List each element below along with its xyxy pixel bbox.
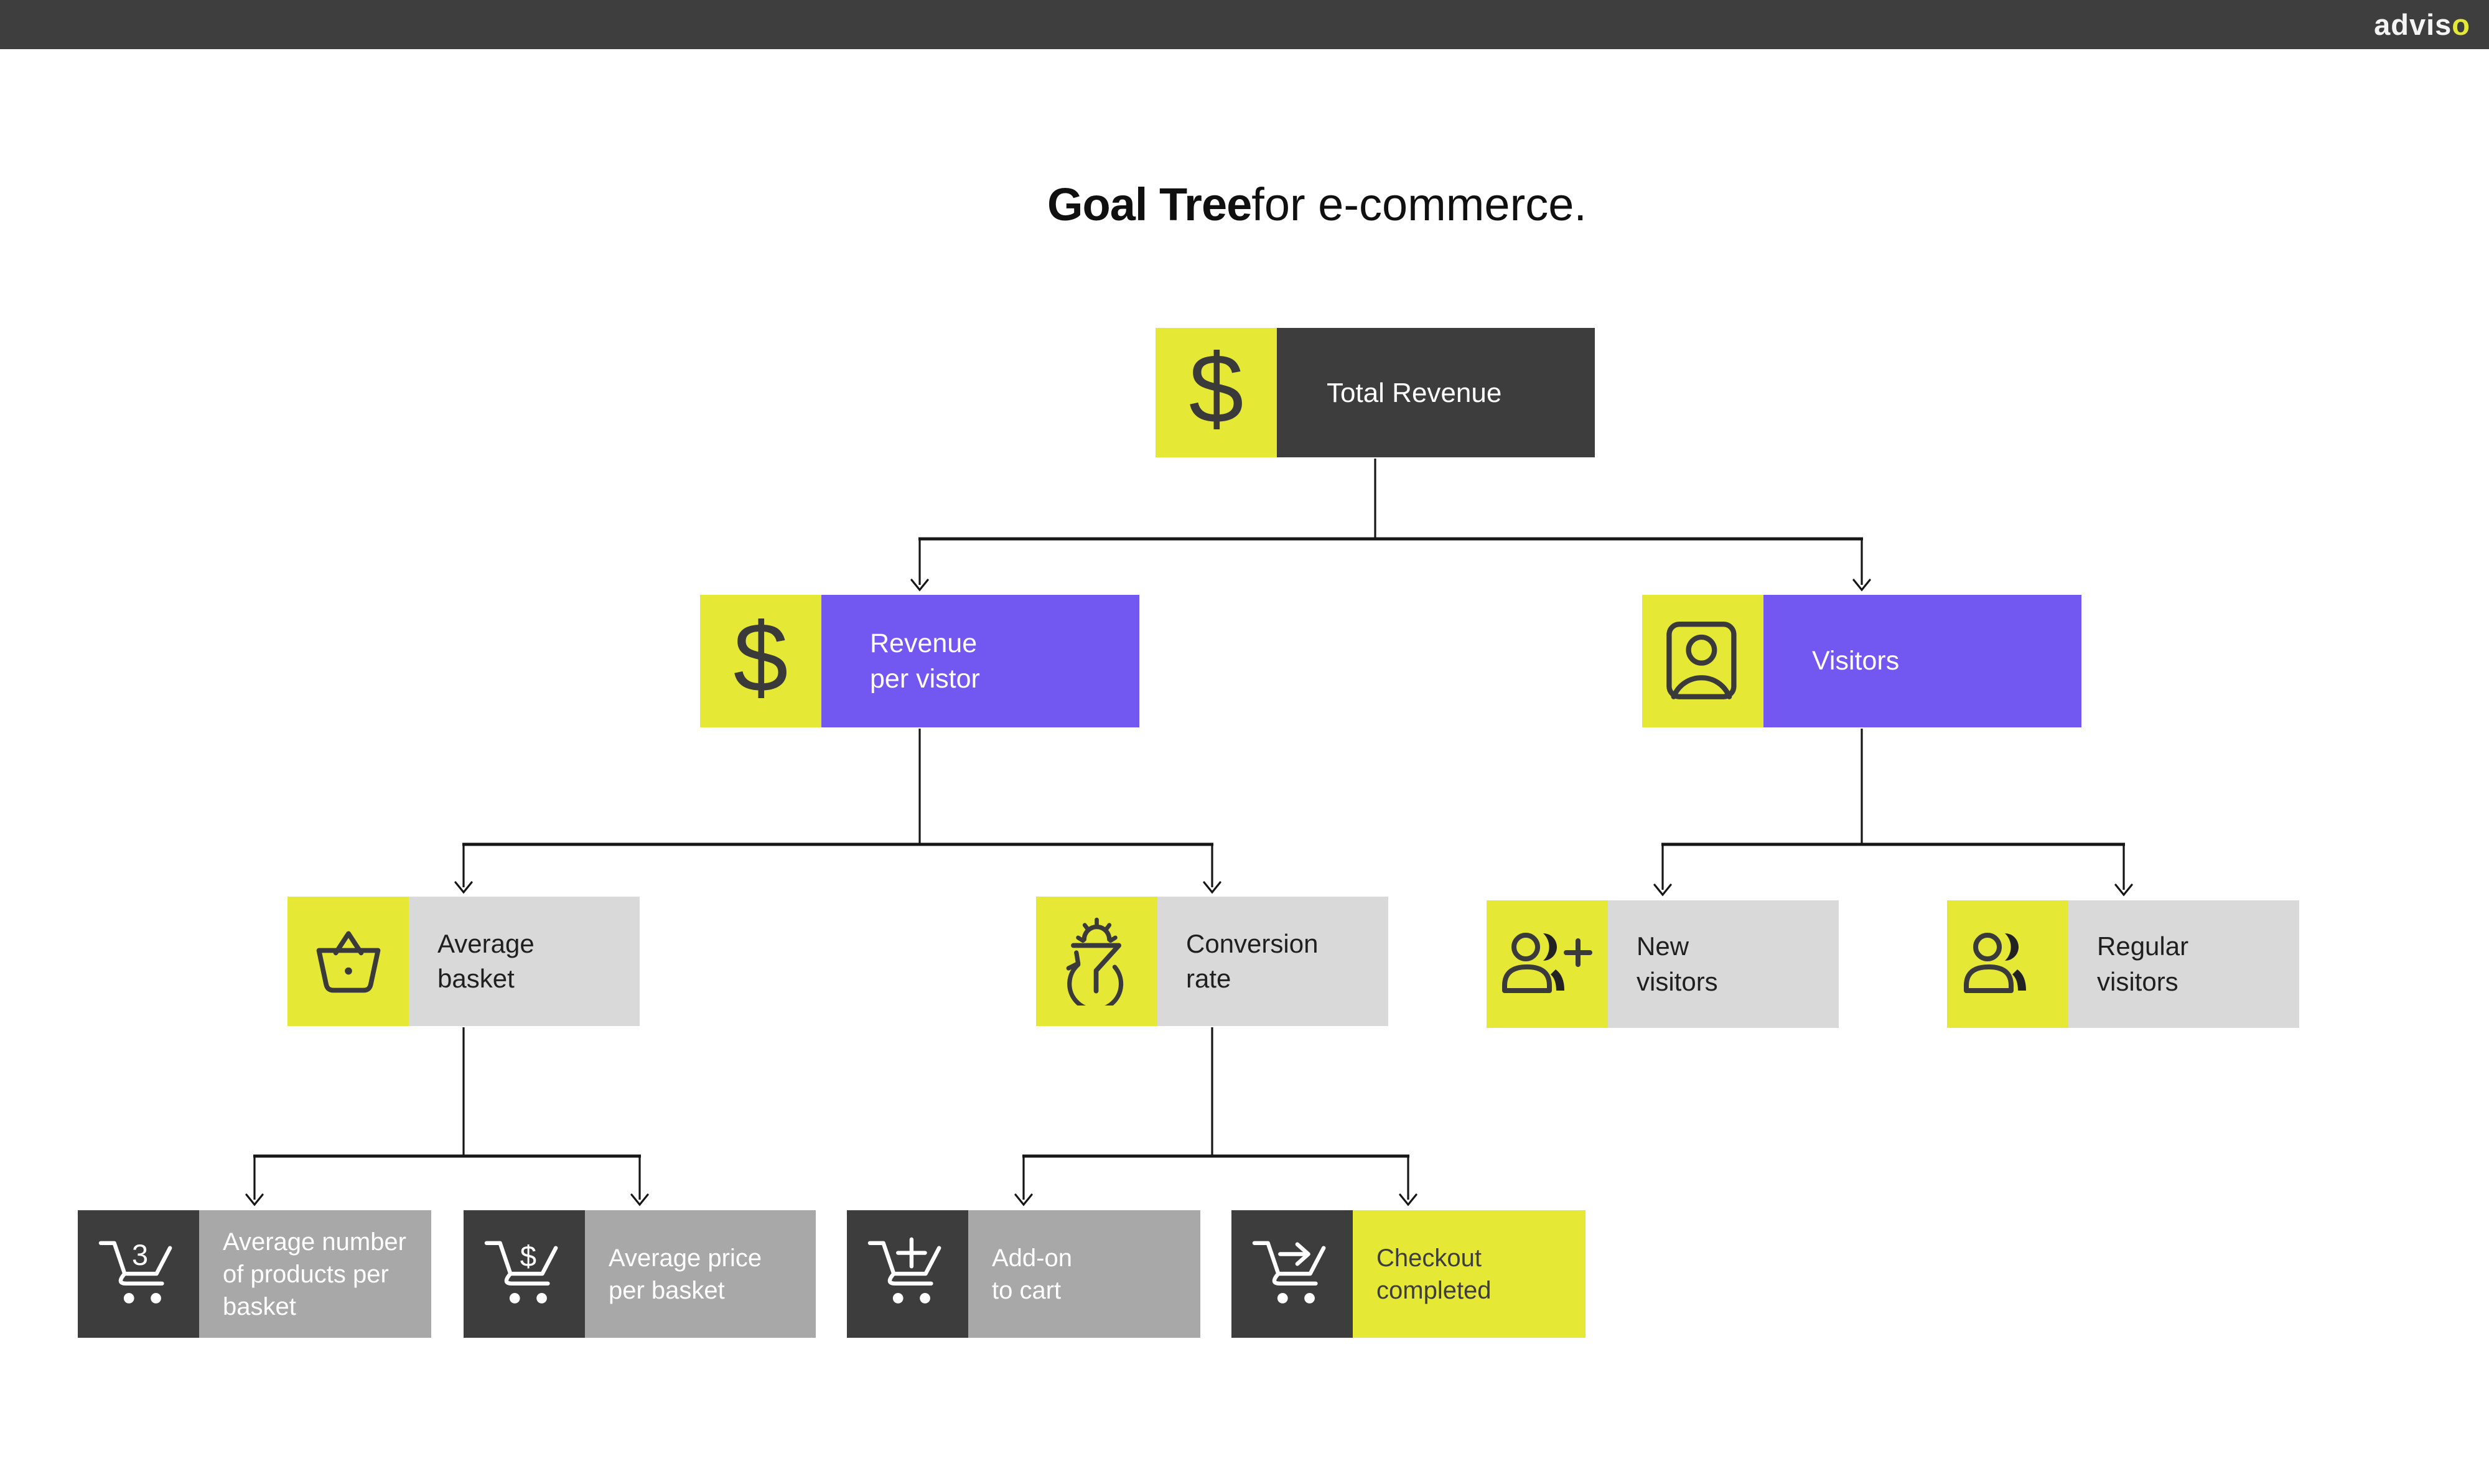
cart-arrow-icon xyxy=(1231,1210,1353,1338)
node-label: Visitors xyxy=(1812,646,1900,676)
title-bold: Goal Tree xyxy=(1047,179,1252,230)
node-average-basket: Average basket xyxy=(287,897,640,1026)
node-total-revenue-body: Total Revenue xyxy=(1277,328,1595,457)
node-conversion-rate-body: Conversion rate xyxy=(1157,897,1388,1026)
cart-quantity-icon: 3 xyxy=(78,1210,199,1338)
dollar-icon: $ xyxy=(1156,328,1277,457)
users-icon xyxy=(1947,900,2068,1028)
node-visitors-body: Visitors xyxy=(1763,595,2081,727)
node-label: Add-on to cart xyxy=(992,1244,1072,1304)
node-revenue-per-visitor-body: Revenue per vistor xyxy=(821,595,1139,727)
node-label: Total Revenue xyxy=(1327,377,1502,408)
node-regular-visitors-body: Regular visitors xyxy=(2068,900,2299,1028)
visitor-card-icon xyxy=(1642,595,1763,727)
node-label: New visitors xyxy=(1637,931,1718,996)
page-title: Goal Treefor e-commerce. xyxy=(1047,178,1587,231)
dollar-glyph: $ xyxy=(1188,334,1244,444)
node-new-visitors-body: New visitors xyxy=(1608,900,1839,1028)
node-label: Revenue per vistor xyxy=(870,628,980,694)
node-label: Checkout completed xyxy=(1376,1244,1492,1304)
cart-dollar-glyph: $ xyxy=(520,1240,536,1273)
dollar-glyph: $ xyxy=(733,602,788,712)
adviso-logo: adviso xyxy=(2374,8,2470,41)
dollar-icon: $ xyxy=(700,595,821,727)
cart-plus-icon xyxy=(847,1210,968,1338)
title-regular: for e-commerce. xyxy=(1251,179,1587,230)
node-new-visitors: New visitors xyxy=(1487,900,1839,1028)
node-average-basket-body: Average basket xyxy=(409,897,640,1026)
node-avg-products-per-basket: 3 Average number of products per basket xyxy=(78,1210,431,1338)
node-checkout-completed-body: Checkout completed xyxy=(1353,1210,1585,1338)
node-label: Conversion rate xyxy=(1186,928,1319,993)
node-addon-to-cart-body: Add-on to cart xyxy=(968,1210,1200,1338)
node-avg-price-per-basket: $ Average price per basket xyxy=(464,1210,816,1338)
add-user-icon xyxy=(1487,900,1608,1028)
top-bar: adviso xyxy=(0,0,2489,49)
basket-icon xyxy=(287,897,409,1026)
node-addon-to-cart: Add-on to cart xyxy=(847,1210,1200,1338)
node-conversion-rate: Conversion rate xyxy=(1036,897,1388,1026)
cart-count-glyph: 3 xyxy=(131,1239,147,1272)
node-label: Average price per basket xyxy=(609,1244,762,1304)
node-avg-products-body: Average number of products per basket xyxy=(199,1210,431,1338)
node-visitors: Visitors xyxy=(1642,595,2081,727)
funnel-optimization-icon xyxy=(1036,897,1157,1026)
node-checkout-completed: Checkout completed xyxy=(1231,1210,1585,1338)
node-label: Average basket xyxy=(437,928,535,993)
node-regular-visitors: Regular visitors xyxy=(1947,900,2299,1028)
node-revenue-per-visitor: $ Revenue per vistor xyxy=(700,595,1139,727)
node-total-revenue: $ Total Revenue xyxy=(1156,328,1595,457)
node-label: Regular visitors xyxy=(2097,931,2189,996)
node-label: Average number of products per basket xyxy=(223,1228,406,1320)
cart-dollar-icon: $ xyxy=(464,1210,585,1338)
logo-accent-o: o xyxy=(2452,8,2470,41)
node-avg-price-body: Average price per basket xyxy=(585,1210,816,1338)
